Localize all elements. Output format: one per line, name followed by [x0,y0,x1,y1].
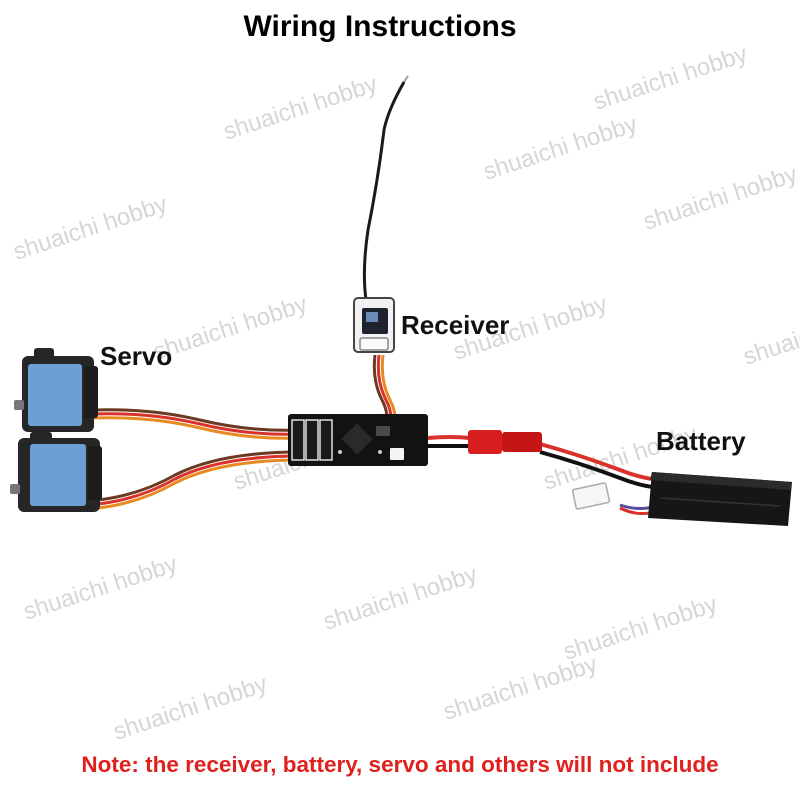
disclaimer-note: Note: the receiver, battery, servo and o… [81,752,719,777]
battery-cable [427,435,661,490]
battery-connector [468,430,542,454]
page-title: Wiring Instructions [243,10,517,43]
servo-cable-upper [91,408,301,440]
receiver-label: Receiver [401,310,510,340]
servo-upper [14,348,98,432]
control-board [288,414,428,466]
receiver-antenna [362,81,406,301]
servo-label: Servo [100,341,173,371]
servo-lower [10,432,102,512]
battery-pack [648,472,792,526]
servo-cable-lower [97,450,301,510]
battery-label: Battery [656,426,746,456]
receiver-module [353,297,395,353]
